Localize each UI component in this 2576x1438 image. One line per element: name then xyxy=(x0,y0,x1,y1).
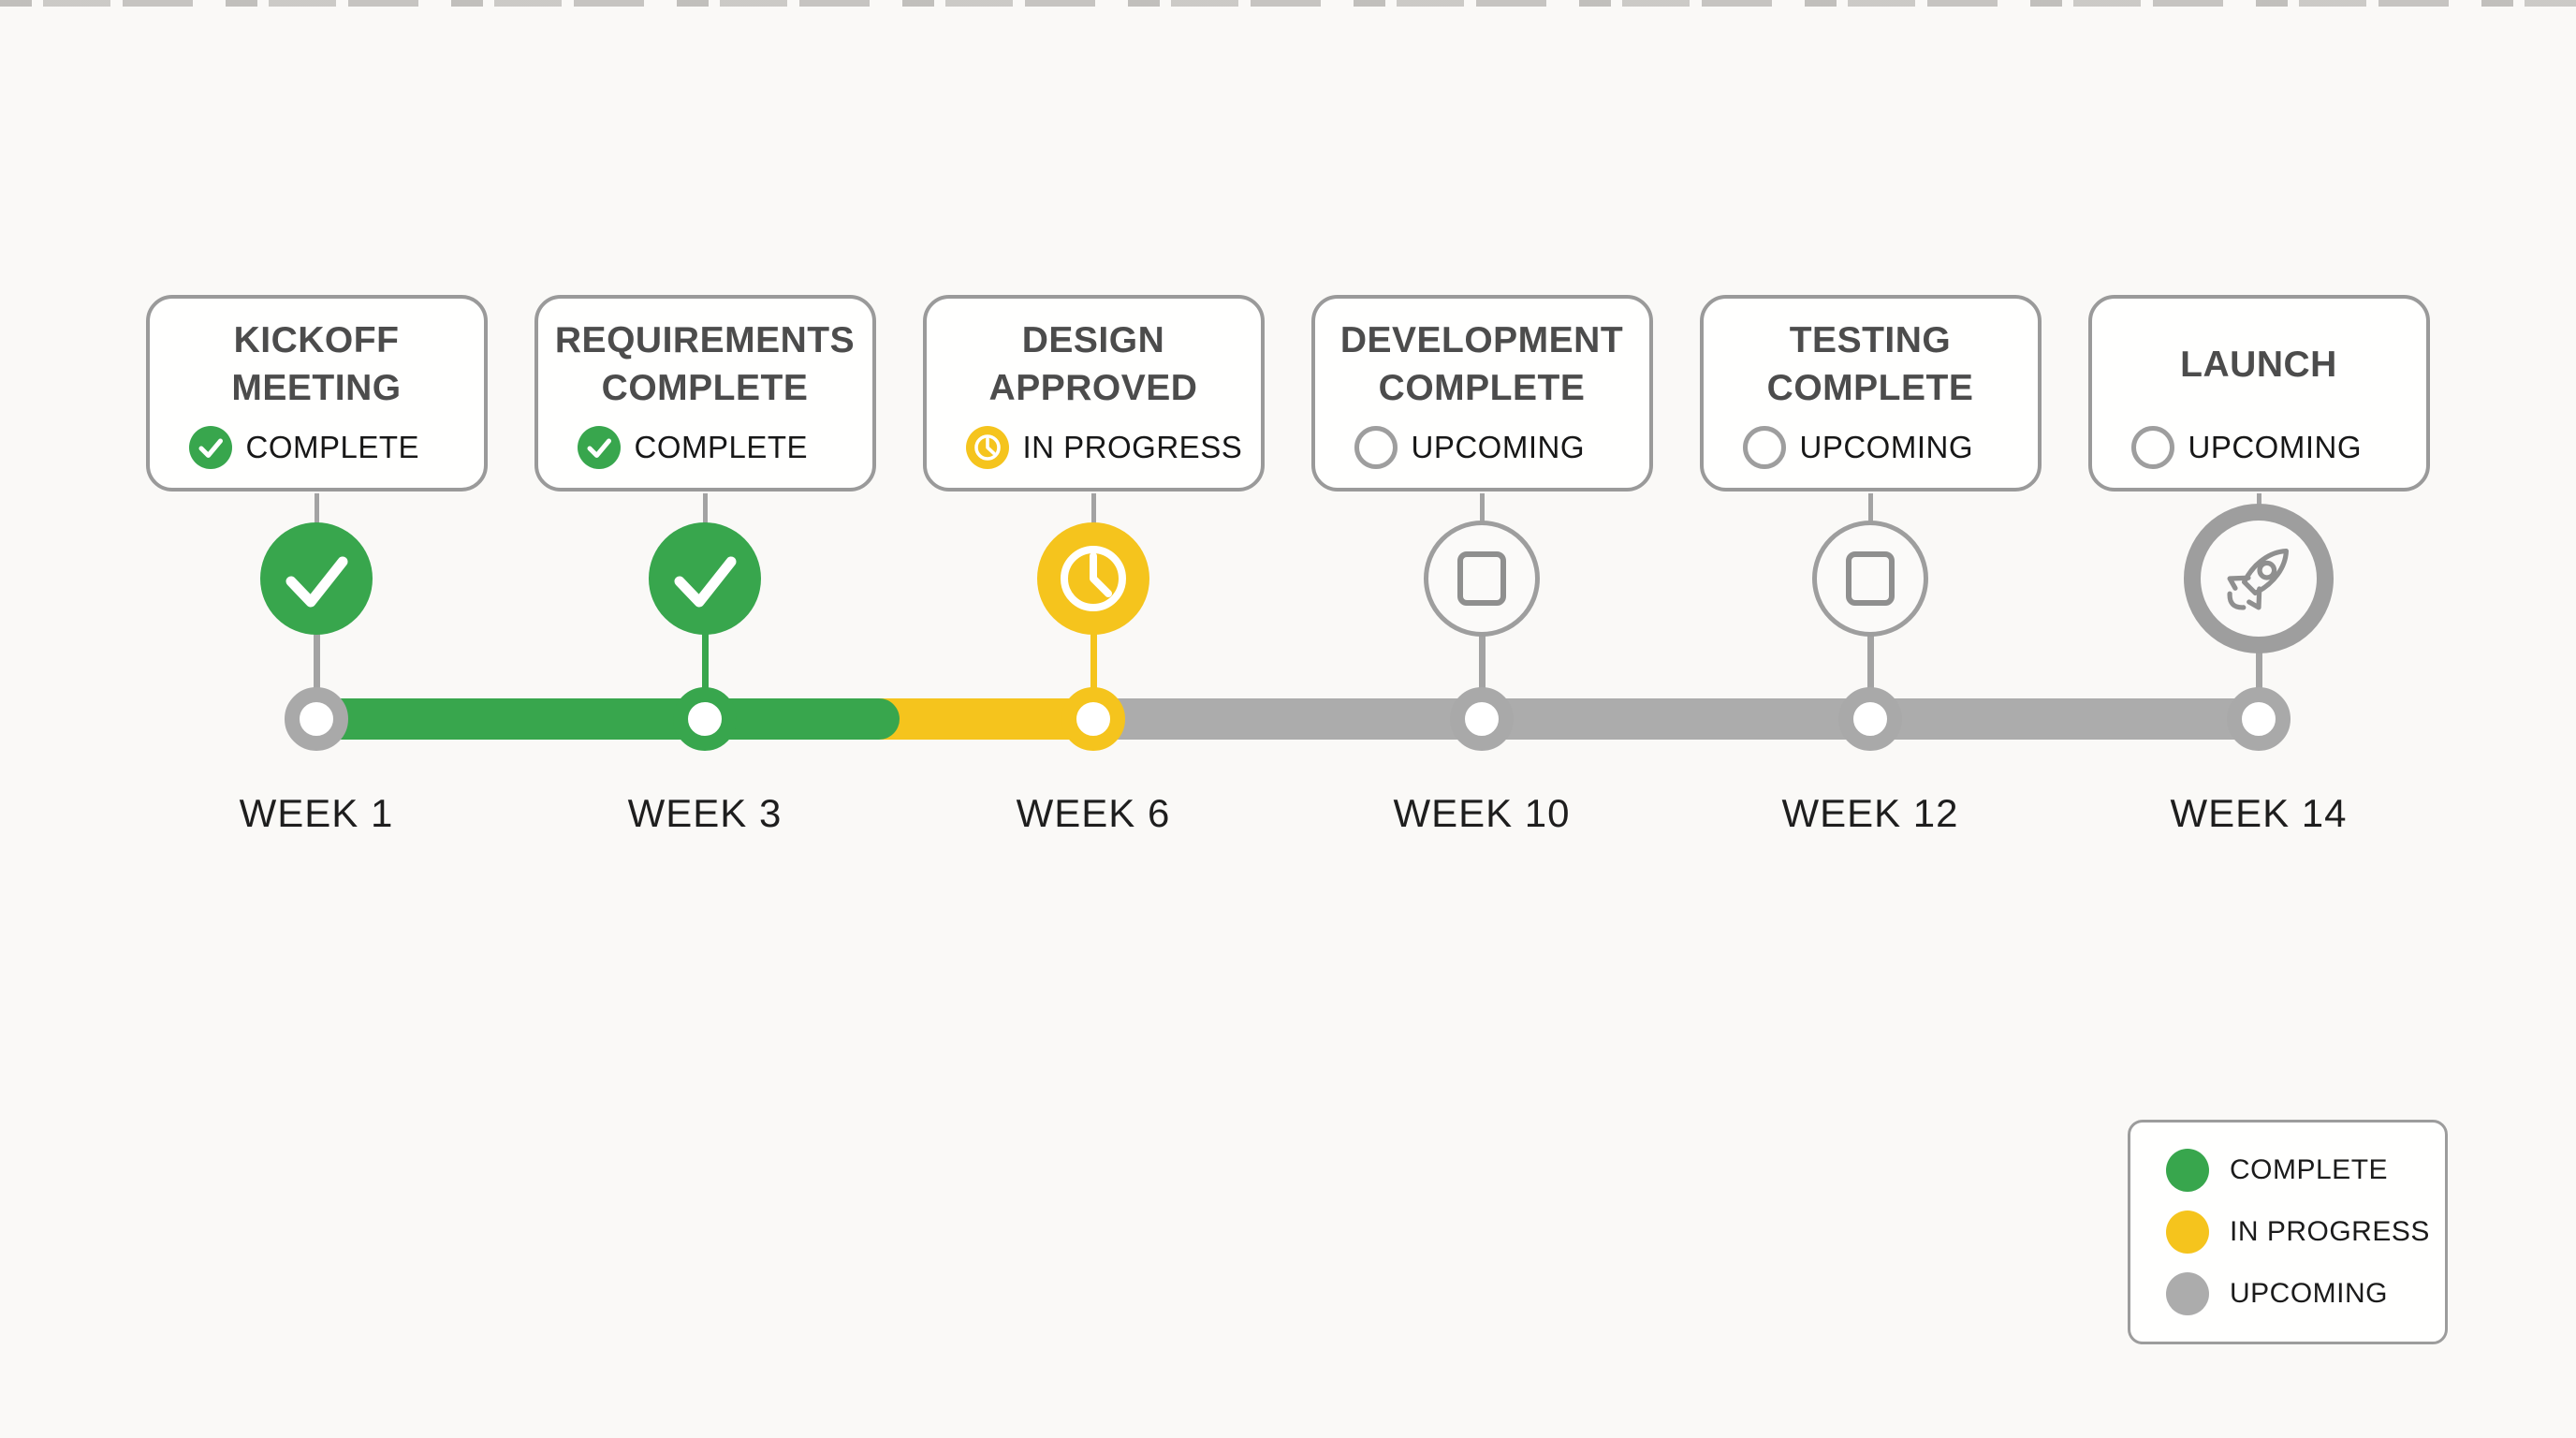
timeline-node xyxy=(1837,687,1902,751)
rocket-icon xyxy=(2183,504,2334,653)
milestone-card: DESIGN APPROVED IN PROGRESS xyxy=(922,295,1265,492)
upcoming-dot-icon xyxy=(2166,1272,2209,1315)
timeline-node xyxy=(1449,687,1514,751)
milestone-title: KICKOFF MEETING xyxy=(231,320,402,408)
milestone-title: TESTING COMPLETE xyxy=(1766,320,1974,408)
milestone: DESIGN APPROVED IN PROGRESS WEEK 6 xyxy=(922,0,1265,880)
milestone-card: LAUNCH UPCOMING xyxy=(2087,295,2430,492)
milestone-card: DEVELOPMENT COMPLETE UPCOMING xyxy=(1310,295,1653,492)
milestone-title: LAUNCH xyxy=(2180,344,2337,385)
check-icon xyxy=(648,522,761,635)
milestone: REQUIREMENTS COMPLETE COMPLETE WEEK 3 xyxy=(534,0,876,880)
node-connector-line xyxy=(313,629,320,695)
legend-item: IN PROGRESS xyxy=(2166,1211,2445,1254)
timeline-segment-complete xyxy=(316,698,900,740)
in-progress-dot-icon xyxy=(2166,1211,2209,1254)
status-upcoming-icon xyxy=(1354,426,1398,469)
timeline-node xyxy=(1061,687,1125,751)
timeline-node xyxy=(672,687,737,751)
node-connector-line xyxy=(1866,629,1874,695)
status-badge: UPCOMING xyxy=(1354,426,1649,469)
status-upcoming-icon xyxy=(1742,426,1786,469)
milestone: LAUNCH UPCOMING WEEK 14 xyxy=(2087,0,2430,880)
status-badge: UPCOMING xyxy=(2130,426,2426,469)
status-in-progress-icon xyxy=(965,426,1009,469)
status-label: UPCOMING xyxy=(1411,430,1585,464)
milestone-title: DEVELOPMENT COMPLETE xyxy=(1339,320,1624,408)
week-label: WEEK 14 xyxy=(2170,791,2348,835)
timeline-segment-upcoming xyxy=(1093,698,2259,740)
status-badge: UPCOMING xyxy=(1742,426,2038,469)
status-badge: IN PROGRESS xyxy=(965,426,1261,469)
card-connector-line xyxy=(702,493,708,526)
milestone-title: REQUIREMENTS COMPLETE xyxy=(554,320,856,408)
rounded-square-glyph xyxy=(1456,551,1506,606)
box-icon xyxy=(1423,521,1540,637)
week-label: WEEK 10 xyxy=(1393,791,1571,835)
legend: COMPLETE IN PROGRESS UPCOMING xyxy=(2128,1120,2448,1344)
week-label: WEEK 1 xyxy=(239,791,394,835)
status-complete-icon xyxy=(577,426,621,469)
card-connector-line xyxy=(1090,493,1096,526)
card-connector-line xyxy=(314,493,319,526)
status-label: COMPLETE xyxy=(245,430,420,464)
milestone: TESTING COMPLETE UPCOMING WEEK 12 xyxy=(1699,0,2042,880)
milestone-card: REQUIREMENTS COMPLETE COMPLETE xyxy=(534,295,876,492)
check-icon xyxy=(259,522,373,635)
box-icon xyxy=(1811,521,1928,637)
legend-label: UPCOMING xyxy=(2230,1278,2388,1309)
milestone-title: DESIGN APPROVED xyxy=(988,320,1198,408)
rounded-square-glyph xyxy=(1845,551,1895,606)
top-edge-artifact xyxy=(0,0,2576,7)
clock-icon xyxy=(1036,522,1149,635)
card-connector-line xyxy=(1867,493,1873,526)
week-label: WEEK 12 xyxy=(1781,791,1959,835)
milestone-card: TESTING COMPLETE UPCOMING xyxy=(1699,295,2042,492)
legend-item: COMPLETE xyxy=(2166,1149,2445,1192)
legend-label: COMPLETE xyxy=(2230,1154,2389,1185)
week-label: WEEK 3 xyxy=(627,791,783,835)
legend-label: IN PROGRESS xyxy=(2230,1216,2430,1247)
status-label: COMPLETE xyxy=(634,430,809,464)
status-label: UPCOMING xyxy=(1799,430,1973,464)
node-connector-line xyxy=(1478,629,1486,695)
milestone-card: KICKOFF MEETING COMPLETE xyxy=(145,295,488,492)
status-label: IN PROGRESS xyxy=(1022,430,1243,464)
timeline-node xyxy=(2226,687,2291,751)
card-connector-line xyxy=(1479,493,1485,526)
milestone: KICKOFF MEETING COMPLETE WEEK 1 xyxy=(145,0,488,880)
status-badge: COMPLETE xyxy=(188,426,484,469)
node-connector-line xyxy=(1090,629,1097,695)
legend-item: UPCOMING xyxy=(2166,1272,2445,1315)
milestone: DEVELOPMENT COMPLETE UPCOMING WEEK 10 xyxy=(1310,0,1653,880)
node-connector-line xyxy=(701,629,709,695)
status-label: UPCOMING xyxy=(2188,430,2362,464)
timeline-node xyxy=(284,687,348,751)
status-complete-icon xyxy=(188,426,232,469)
complete-dot-icon xyxy=(2166,1149,2209,1192)
week-label: WEEK 6 xyxy=(1016,791,1171,835)
node-connector-line xyxy=(2255,629,2262,695)
status-badge: COMPLETE xyxy=(577,426,872,469)
status-upcoming-icon xyxy=(2130,426,2174,469)
